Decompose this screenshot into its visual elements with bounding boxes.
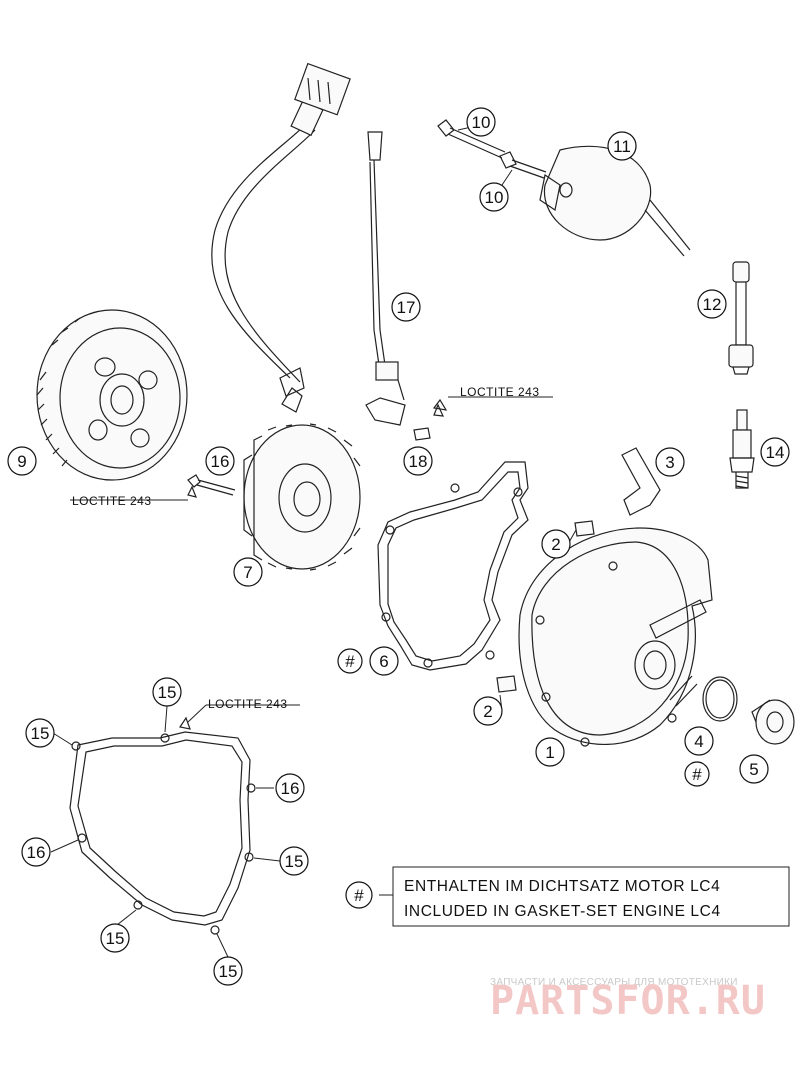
- loctite-drop-icon: [187, 485, 197, 498]
- stator-drawing: [211, 62, 361, 571]
- loctite-label-gasket: LOCTITE 243: [208, 697, 288, 711]
- callout-part-3: 3: [655, 447, 685, 477]
- callout-label: 2: [483, 702, 492, 721]
- screw-plug-drawing: [751, 699, 795, 745]
- callout-part-5: 5: [739, 754, 769, 784]
- clip-drawing: [621, 447, 661, 516]
- cover-gasket-upper-drawing: [377, 461, 529, 671]
- callout-part-15: 15: [25, 718, 55, 748]
- callout-part-6: 6: [369, 646, 399, 676]
- callout-part-10: 10: [466, 107, 496, 137]
- callout-part-17: 17: [391, 292, 421, 322]
- callout-part-4: 4: [684, 726, 714, 756]
- callout-part-1: 1: [535, 737, 565, 767]
- callout-label: 14: [766, 443, 785, 462]
- callout-label: 18: [409, 452, 428, 471]
- callout-part-15: 15: [213, 956, 243, 986]
- callout-hash-6: #: [337, 648, 363, 674]
- callout-label: 15: [106, 929, 125, 948]
- callout-label: 15: [285, 852, 304, 871]
- callout-label: 12: [703, 295, 722, 314]
- callout-part-16: 16: [275, 773, 305, 803]
- legend-line-english: INCLUDED IN GASKET-SET ENGINE LC4: [404, 903, 721, 920]
- legend-box: [392, 866, 790, 927]
- callout-label: 17: [397, 298, 416, 317]
- callout-part-16: 16: [21, 837, 51, 867]
- callout-part-2: 2: [473, 696, 503, 726]
- callout-part-2: 2: [541, 529, 571, 559]
- legend-hash-marker: #: [345, 881, 373, 909]
- callout-hash-4: #: [684, 761, 710, 787]
- callout-label: 10: [472, 113, 491, 132]
- callout-label: 11: [613, 137, 631, 156]
- loctite-label-stator: LOCTITE 243: [72, 494, 152, 508]
- callout-label: 16: [211, 452, 230, 471]
- starter-motor-drawing: [437, 119, 691, 257]
- spark-plug-drawing: [729, 409, 755, 489]
- callout-label: 6: [379, 652, 388, 671]
- callout-part-12: 12: [697, 289, 727, 319]
- callout-part-18: 18: [403, 446, 433, 476]
- loctite-drop-icon: [433, 403, 444, 417]
- callout-part-15: 15: [100, 923, 130, 953]
- callout-label: 1: [545, 743, 554, 762]
- dowel-sleeves-drawing: [496, 520, 595, 693]
- watermark-tagline: ЗАПЧАСТИ И АКСЕССУАРЫ ДЛЯ МОТОТЕХНИКИ: [490, 977, 738, 988]
- callout-label: 2: [551, 535, 560, 554]
- callout-part-9: 9: [7, 446, 37, 476]
- loctite-drop-icon: [179, 716, 191, 730]
- callout-label: 5: [749, 760, 758, 779]
- callout-part-16: 16: [205, 446, 235, 476]
- callout-part-15: 15: [279, 846, 309, 876]
- callout-label: 4: [694, 732, 703, 751]
- callout-label: #: [354, 886, 364, 905]
- callout-label: 7: [243, 563, 252, 582]
- callout-label: 3: [665, 453, 674, 472]
- cover-gasket-lower-drawing: [69, 731, 256, 935]
- callout-label: 10: [485, 188, 504, 207]
- sensor-cable-drawing: [365, 131, 448, 441]
- callout-part-14: 14: [760, 437, 790, 467]
- loctite-label-sensor: LOCTITE 243: [460, 385, 540, 399]
- callout-label: #: [692, 765, 702, 784]
- callout-part-15: 15: [152, 677, 182, 707]
- legend-line-german: ENTHALTEN IM DICHTSATZ MOTOR LC4: [404, 878, 720, 895]
- stator-screw-drawing: [187, 474, 236, 496]
- watermark-brand: PARTSFOR.RU: [490, 978, 766, 1024]
- callout-part-7: 7: [233, 557, 263, 587]
- callout-label: 15: [31, 724, 50, 743]
- leader-lines: [50, 121, 577, 958]
- ignition-cover-drawing: [518, 527, 713, 747]
- callout-label: 15: [219, 962, 238, 981]
- callout-label: 16: [27, 843, 46, 862]
- callout-label: #: [345, 652, 355, 671]
- callout-label: 9: [17, 452, 26, 471]
- o-ring-drawing: [702, 676, 738, 722]
- callout-part-11: 11: [607, 131, 637, 161]
- callout-label: 15: [158, 683, 177, 702]
- callout-part-10: 10: [479, 182, 509, 212]
- callout-label: 16: [281, 779, 300, 798]
- spark-plug-connector-drawing: [728, 261, 754, 375]
- flywheel-rotor-drawing: [36, 309, 188, 481]
